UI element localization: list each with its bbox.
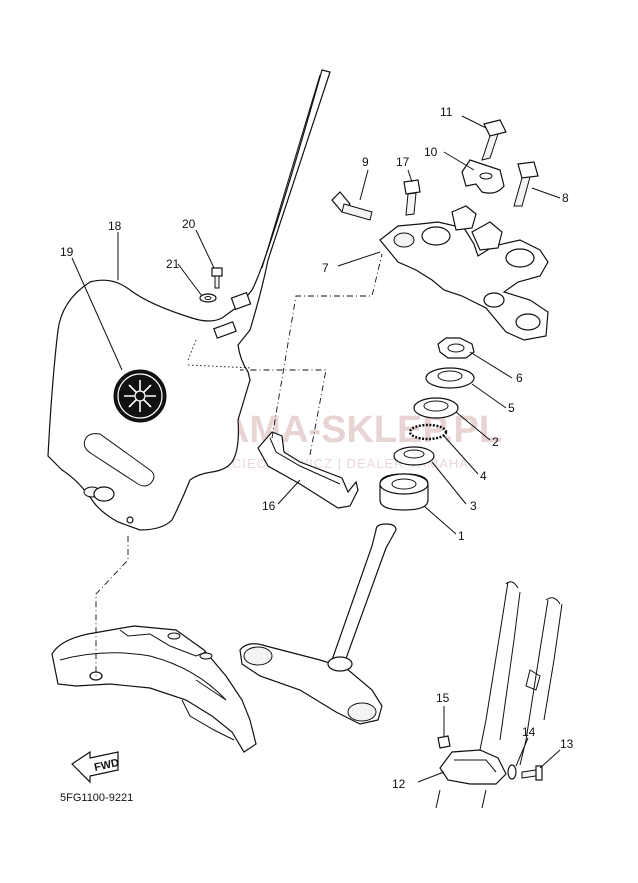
callout-5: 5 xyxy=(508,401,515,415)
callout-1: 1 xyxy=(458,529,465,543)
bolt-9 xyxy=(331,191,373,221)
callout-4: 4 xyxy=(480,469,487,483)
hose-guide-12 xyxy=(439,749,507,785)
washer-14 xyxy=(507,764,517,780)
callout-12: 12 xyxy=(392,777,406,791)
callout-7: 7 xyxy=(322,261,329,275)
callouts: 1 2 3 4 5 6 7 8 9 10 11 12 13 14 15 16 1… xyxy=(60,105,574,791)
callout-15: 15 xyxy=(436,691,450,705)
bolt-8 xyxy=(513,161,539,207)
callout-18: 18 xyxy=(108,219,122,233)
upper-holder-10 xyxy=(461,159,505,194)
leader-lines xyxy=(71,115,561,783)
callout-6: 6 xyxy=(516,371,523,385)
front-fender xyxy=(51,625,257,753)
washer-21 xyxy=(199,293,217,303)
ring-nut-6 xyxy=(437,337,475,359)
callout-20: 20 xyxy=(182,217,196,231)
bolt-13 xyxy=(521,765,543,781)
dust-seal-5 xyxy=(425,367,475,389)
bearing-race-2 xyxy=(413,397,459,419)
callout-11: 11 xyxy=(440,105,453,119)
ball-ring-4 xyxy=(408,423,448,441)
callout-2: 2 xyxy=(492,435,499,449)
bolt-15 xyxy=(437,735,451,749)
watermark-brand: YAMA-SKLEP.PL xyxy=(200,409,502,451)
number-plate xyxy=(47,69,331,531)
callout-16: 16 xyxy=(262,499,276,513)
callout-8: 8 xyxy=(562,191,569,205)
fwd-label: FWD xyxy=(93,757,120,774)
stay-16 xyxy=(257,431,359,509)
callout-3: 3 xyxy=(470,499,477,513)
callout-17: 17 xyxy=(396,155,410,169)
front-fork xyxy=(435,581,563,809)
bolt-11 xyxy=(481,119,507,161)
bearing-1 xyxy=(379,473,429,511)
diagram-code: 5FG1100-9221 xyxy=(60,792,133,804)
bolt-17 xyxy=(403,179,421,216)
callout-10: 10 xyxy=(424,145,438,159)
callout-19: 19 xyxy=(60,245,74,259)
fwd-arrow: FWD xyxy=(71,750,120,784)
steering-stem xyxy=(239,523,397,725)
callout-13: 13 xyxy=(560,737,574,751)
callout-14: 14 xyxy=(522,725,536,739)
yamaha-emblem xyxy=(113,369,167,423)
bearing-race-3 xyxy=(393,446,435,466)
callout-21: 21 xyxy=(166,257,180,271)
bolt-20 xyxy=(211,267,223,289)
upper-bracket-7 xyxy=(379,205,549,341)
callout-9: 9 xyxy=(362,155,369,169)
